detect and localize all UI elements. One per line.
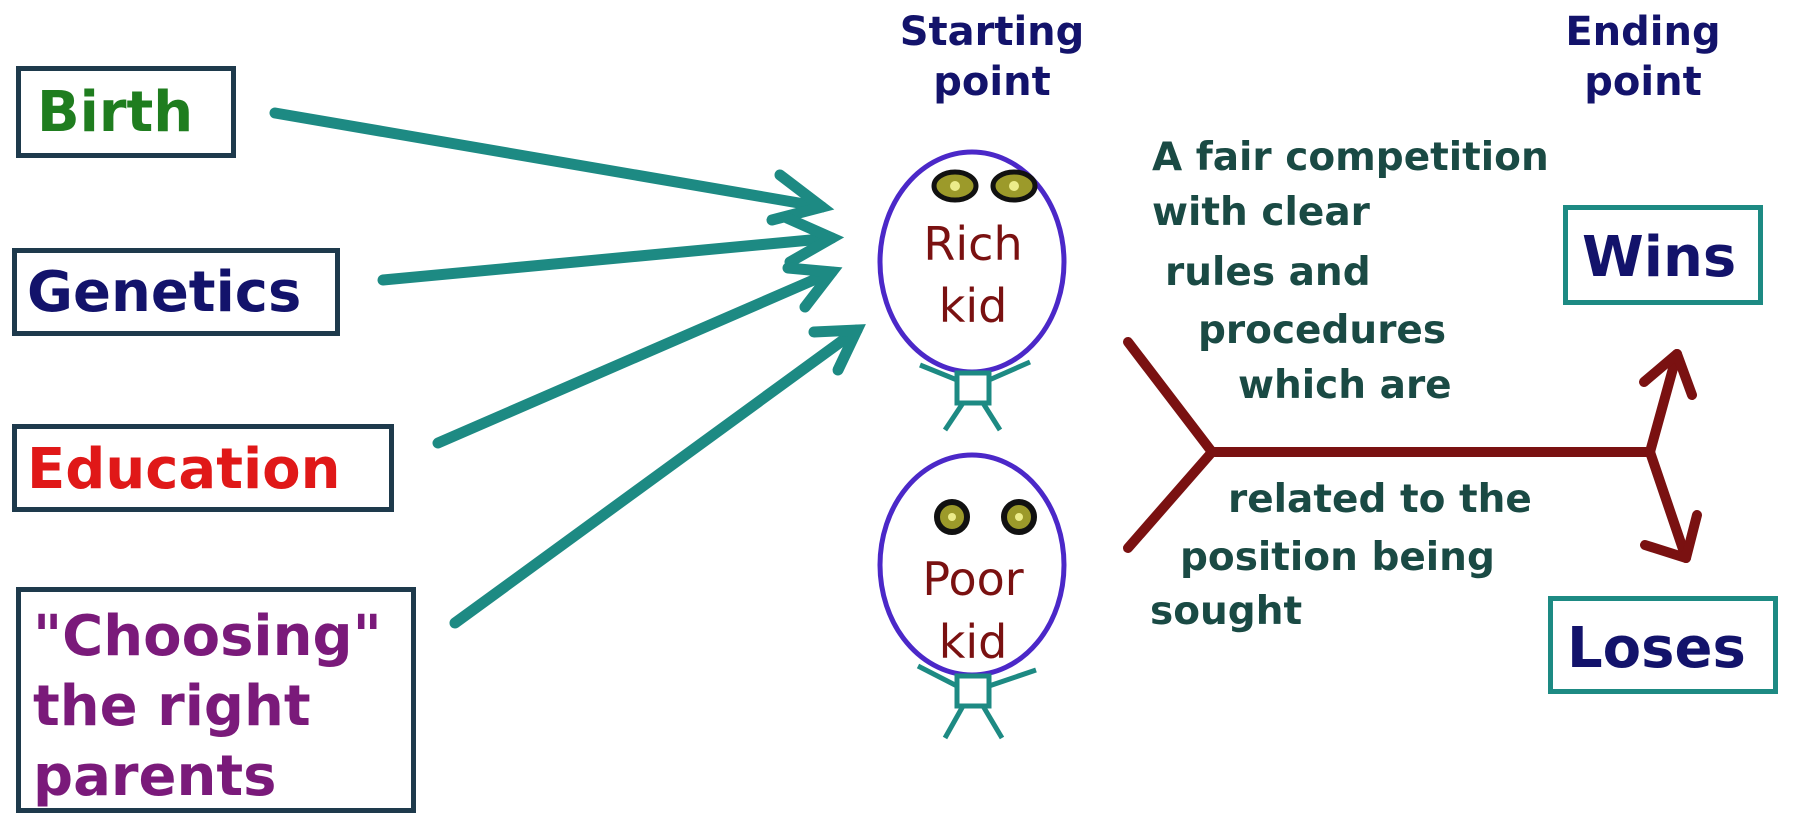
education-label: Education [27, 437, 341, 502]
choosing-line-3: parents [33, 744, 277, 809]
competition-path [1123, 337, 1702, 563]
competition-line-8: sought [1150, 589, 1302, 634]
poor-kid-body [916, 663, 1037, 740]
competition-line-5: which are [1238, 363, 1452, 408]
competition-description-upper: A fair competition with clear rules and … [1152, 135, 1549, 408]
wins-box: Wins [1563, 205, 1763, 305]
rich-kid-body [919, 359, 1032, 432]
birth-box: Birth [16, 66, 236, 158]
starting-point-header: Starting point [900, 9, 1085, 105]
rich-kid-eyes [931, 169, 1038, 203]
rich-kid-line-2: kid [939, 279, 1008, 333]
poor-kid-line-1: Poor [922, 552, 1023, 606]
poor-kid-label: Poor kid [922, 552, 1023, 669]
education-arrow [432, 262, 843, 449]
wins-arrow [1639, 349, 1697, 457]
competition-description-lower: related to the position being sought [1150, 477, 1532, 634]
competition-line-6: related to the [1228, 477, 1532, 522]
competition-line-3: rules and [1165, 250, 1371, 295]
genetics-label: Genetics [27, 260, 302, 325]
choosing-line-2: the right [33, 674, 311, 739]
genetics-box: Genetics [12, 248, 340, 336]
birth-arrow [269, 107, 835, 226]
loses-box: Loses [1548, 596, 1778, 694]
poor-kid-line-2: kid [939, 615, 1008, 669]
education-box: Education [12, 424, 394, 512]
genetics-arrow [377, 212, 845, 286]
ending-point-header: Ending point [1565, 9, 1720, 105]
factor-arrows [269, 107, 866, 629]
competition-line-4: procedures [1198, 308, 1446, 353]
ending-line-2: point [1584, 59, 1701, 105]
rich-kid-line-1: Rich [923, 217, 1022, 271]
competition-line-7: position being [1180, 535, 1495, 580]
ending-line-1: Ending [1565, 9, 1720, 55]
birth-label: Birth [37, 80, 194, 145]
starting-line-2: point [933, 59, 1050, 105]
starting-line-1: Starting [900, 9, 1085, 55]
choosing-arrow [449, 324, 866, 629]
choosing-line-1: "Choosing" [33, 604, 382, 669]
poor-kid-figure [877, 452, 1067, 740]
poor-kid-eyes [934, 499, 1037, 535]
choosing-box: "Choosing" the right parents [16, 587, 416, 813]
loses-arrow [1640, 447, 1702, 563]
competition-line-2: with clear [1152, 190, 1371, 235]
rich-kid-figure [877, 149, 1067, 432]
wins-label: Wins [1582, 225, 1737, 290]
competition-line-1: A fair competition [1152, 135, 1549, 180]
rich-kid-label: Rich kid [923, 217, 1022, 333]
loses-label: Loses [1567, 616, 1746, 681]
